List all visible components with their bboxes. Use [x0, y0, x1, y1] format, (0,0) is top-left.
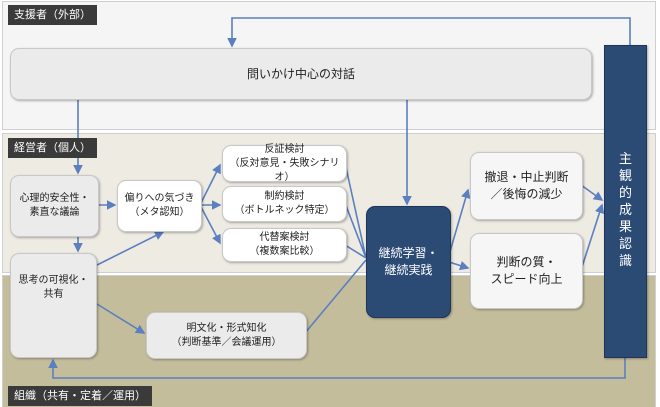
arrow-formalize-learning: [304, 259, 367, 334]
arrow-bias-alternative: [199, 204, 221, 245]
box-safety: 心理的安全性・ 素直な議論: [10, 175, 99, 237]
arrow-quality-outcome: [580, 203, 605, 271]
arrow-withdraw-outcome: [580, 184, 604, 201]
box-visualize: 思考の可視化・ 共有: [10, 253, 97, 358]
arrow-refute-learning: [344, 162, 367, 259]
box-bias: 偏りへの気づき （メタ認知）: [117, 180, 202, 232]
arrow-alternative-learning: [344, 244, 367, 259]
arrow-learning-quality: [448, 261, 470, 271]
box-withdraw: 撤退・中止判断 ／後悔の減少: [470, 152, 583, 220]
arrow-feedback-top: [227, 17, 631, 48]
arrow-learning-withdraw: [448, 188, 471, 256]
box-refute: 反証検討 （反対意見・失敗シナリオ）: [222, 144, 347, 183]
box-constraint: 制約検討 （ボトルネック特定）: [222, 186, 347, 222]
arrow-feedback-bottom: [48, 358, 626, 379]
box-outcome: 主 観 的 成 果 認 識: [604, 45, 647, 358]
arrow-bias-refute: [199, 163, 221, 206]
zone-label-external: 支援者（外部）: [8, 5, 97, 25]
zone-label-organization: 組織（共有・定着／運用）: [8, 386, 152, 406]
box-quality: 判断の質・ スピード向上: [470, 233, 583, 309]
arrow-visualize-bias: [96, 231, 165, 266]
box-learning: 継続学習・ 継続実践: [366, 206, 451, 318]
box-dialogue: 問いかけ中心の対話: [10, 48, 592, 100]
zone-label-individual: 経営者（個人）: [8, 138, 97, 158]
arrow-constraint-learning: [344, 202, 367, 259]
box-alternative: 代替案検討 （複数案比較）: [222, 228, 347, 262]
arrow-visualize-formalize: [96, 303, 146, 334]
box-formalize: 明文化・形式知化 （判断基準／会議運用）: [146, 312, 307, 359]
